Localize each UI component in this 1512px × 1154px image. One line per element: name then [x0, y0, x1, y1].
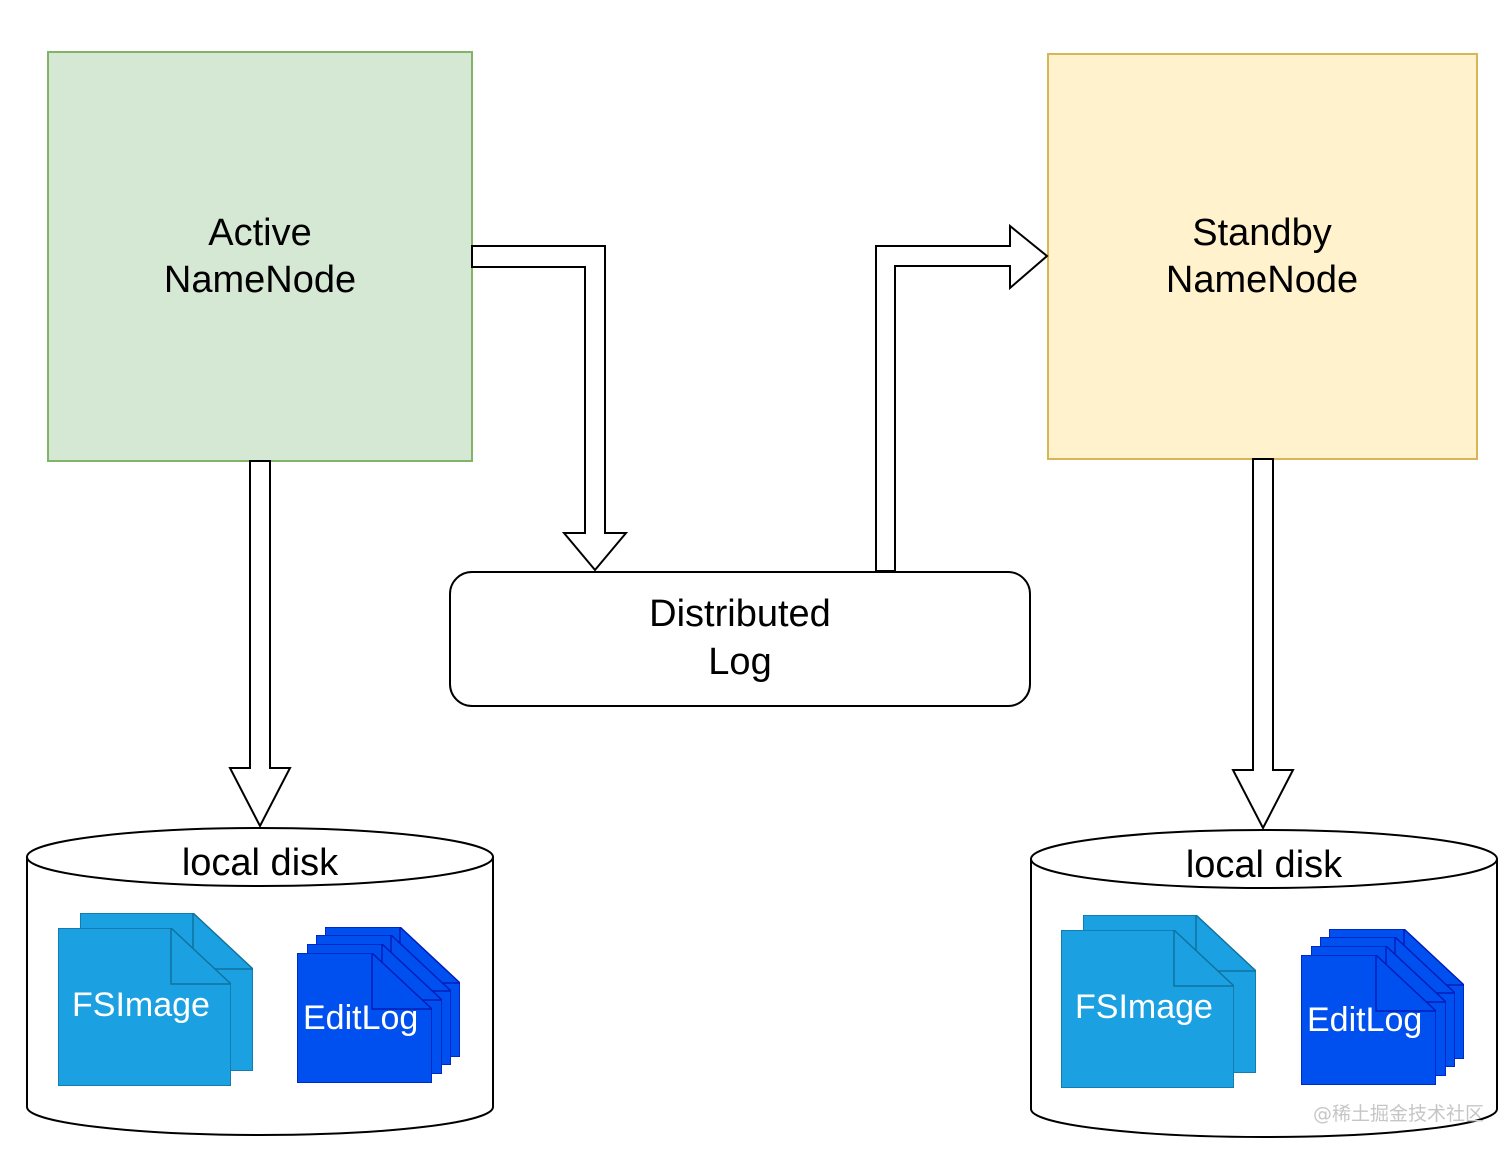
left-editlog-icon: EditLog	[297, 927, 460, 1083]
arrow-standby-to-disk	[1231, 458, 1295, 831]
right-fsimage-icon: FSImage	[1061, 915, 1256, 1088]
right-editlog-label: EditLog	[1307, 1001, 1422, 1039]
distributed-log-line1: Distributed	[649, 593, 831, 635]
active-namenode-line1: Active	[208, 212, 311, 254]
right-editlog-icon: EditLog	[1301, 929, 1464, 1085]
right-disk-label: local disk	[1186, 844, 1343, 886]
distributed-log-box	[449, 571, 1031, 707]
arrow-active-to-disk	[228, 460, 292, 829]
watermark-text: @稀土掘金技术社区	[1313, 1103, 1484, 1125]
standby-namenode-line2: NameNode	[1166, 259, 1358, 301]
active-namenode-line2: NameNode	[164, 259, 356, 301]
active-namenode-box	[47, 51, 473, 462]
arrow-log-to-standby	[875, 223, 1049, 572]
left-local-disk: local disk FSImage EditLog	[26, 827, 494, 1136]
left-disk-label: local disk	[182, 842, 339, 884]
standby-namenode-box	[1047, 53, 1478, 460]
left-editlog-label: EditLog	[303, 999, 418, 1037]
standby-namenode-line1: Standby	[1192, 212, 1331, 254]
right-local-disk: local disk FSImage EditLog	[1030, 829, 1498, 1138]
distributed-log-line2: Log	[708, 641, 771, 683]
left-fsimage-icon: FSImage	[58, 913, 253, 1086]
right-fsimage-label: FSImage	[1075, 988, 1213, 1026]
left-fsimage-label: FSImage	[72, 986, 210, 1024]
arrow-active-to-log	[471, 245, 629, 572]
